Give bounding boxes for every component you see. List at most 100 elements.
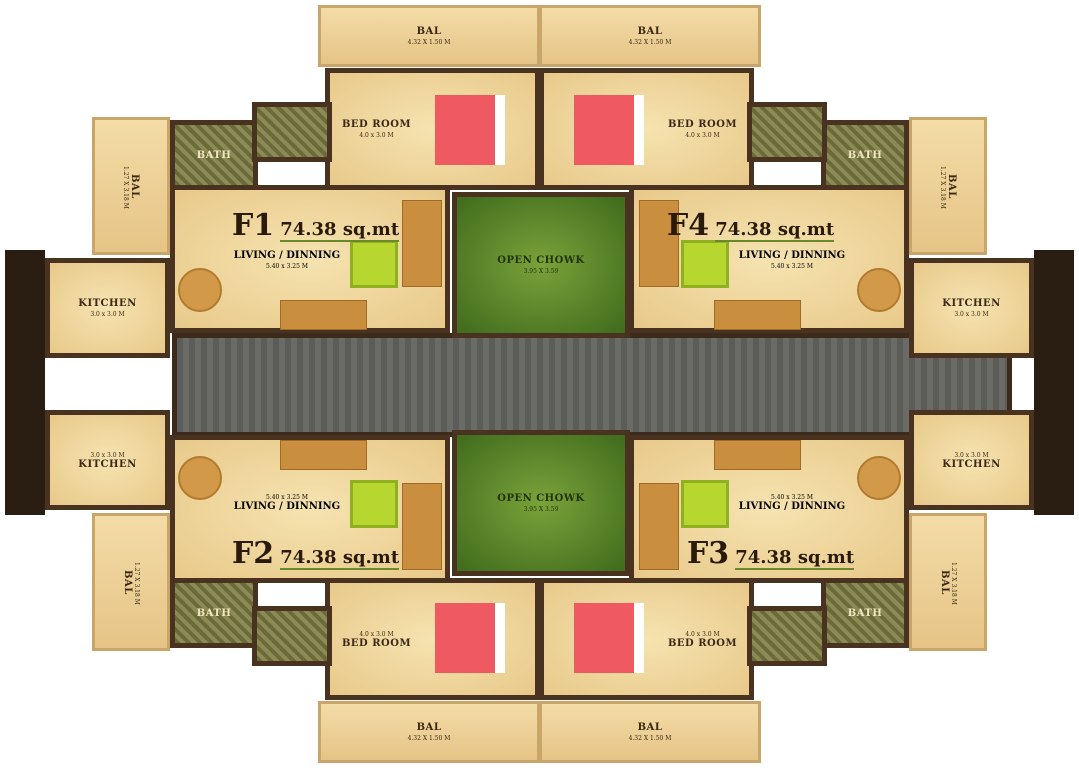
toilet bbox=[252, 102, 332, 162]
room-name: BAL bbox=[416, 26, 442, 37]
room-name: LIVING / DINNING bbox=[233, 501, 341, 512]
room-label: BAL 4.32 X 1.50 M bbox=[408, 26, 451, 46]
room-name: BAL bbox=[939, 569, 950, 595]
balcony-top: BAL 4.32 X 1.50 M bbox=[539, 701, 761, 763]
room-dimensions: 3.0 x 3.0 M bbox=[90, 311, 125, 318]
room-name: BAL bbox=[637, 722, 663, 733]
room-dimensions: 4.0 x 3.0 M bbox=[359, 132, 394, 139]
room-name: BAL bbox=[416, 722, 442, 733]
bathroom: BATH bbox=[821, 120, 909, 190]
room-name: BED ROOM bbox=[341, 119, 412, 130]
room-name: BED ROOM bbox=[341, 638, 412, 649]
room-dimensions: 4.0 x 3.0 M bbox=[685, 132, 720, 139]
armchair-icon bbox=[402, 483, 442, 570]
toilet bbox=[252, 606, 332, 666]
toilet bbox=[747, 606, 827, 666]
room-dimensions: 4.32 X 1.50 M bbox=[628, 39, 672, 46]
sofa-icon bbox=[714, 440, 801, 470]
room-dimensions: 4.32 X 1.50 M bbox=[628, 735, 672, 742]
room-dimensions: 3.95 X 3.59 bbox=[523, 506, 559, 513]
rug-icon bbox=[681, 480, 729, 528]
room-name: KITCHEN bbox=[78, 459, 137, 470]
room-label: BATH bbox=[848, 608, 883, 619]
room-dimensions: 1.27 X 3.18 M bbox=[133, 561, 140, 605]
rug-icon bbox=[350, 240, 398, 288]
armchair-icon bbox=[639, 200, 679, 287]
service-strip bbox=[5, 250, 45, 515]
unit-area: 74.38 sq.mt bbox=[280, 219, 400, 242]
room-label: BAL 4.32 X 1.50 M bbox=[629, 722, 672, 742]
staircase-corridor bbox=[172, 333, 1012, 437]
bed-icon bbox=[435, 603, 505, 673]
unit-id: F2 bbox=[232, 536, 275, 571]
unit-id: F3 bbox=[687, 536, 730, 571]
room-dimensions: 4.0 x 3.0 M bbox=[359, 631, 394, 638]
room-dimensions: 1.27 X 3.18 M bbox=[950, 561, 957, 605]
unit-area: 74.38 sq.mt bbox=[715, 219, 835, 242]
room-name: KITCHEN bbox=[942, 298, 1001, 309]
room-label: BATH bbox=[197, 608, 232, 619]
sofa-icon bbox=[280, 440, 367, 470]
bathroom: BATH bbox=[170, 578, 258, 648]
bed-icon bbox=[574, 95, 644, 165]
room-dimensions: 3.95 X 3.59 bbox=[523, 268, 559, 275]
room-dimensions: 1.27 X 3.18 M bbox=[122, 165, 129, 209]
open-chowk-bottom: OPEN CHOWK 3.95 X 3.59 bbox=[452, 430, 630, 576]
room-dimensions: 3.0 x 3.0 M bbox=[90, 452, 125, 459]
rug-icon bbox=[681, 240, 729, 288]
room-label: BATH bbox=[197, 150, 232, 161]
room-label: BED ROOM 4.0 x 3.0 M bbox=[342, 119, 411, 139]
dining-table-icon bbox=[857, 268, 901, 312]
room-dimensions: 5.40 x 3.25 M bbox=[266, 263, 308, 270]
room-name: LIVING / DINNING bbox=[233, 250, 341, 261]
bedroom: BED ROOM 4.0 x 3.0 M bbox=[539, 68, 754, 190]
room-label: BATH bbox=[848, 150, 883, 161]
room-label: LIVING / DINNING 5.40 x 3.25 M bbox=[226, 250, 348, 270]
room-dimensions: 4.32 X 1.50 M bbox=[407, 39, 451, 46]
dining-table-icon bbox=[178, 456, 222, 500]
bedroom: BED ROOM 4.0 x 3.0 M bbox=[325, 68, 540, 190]
room-dimensions: 4.0 x 3.0 M bbox=[685, 631, 720, 638]
room-name: BATH bbox=[196, 607, 232, 619]
room-name: BED ROOM bbox=[667, 119, 738, 130]
room-name: OPEN CHOWK bbox=[497, 493, 585, 504]
sofa-icon bbox=[280, 300, 367, 330]
room-label: BED ROOM 4.0 x 3.0 M bbox=[668, 119, 737, 139]
bathroom: BATH bbox=[170, 120, 258, 190]
room-name: LIVING / DINNING bbox=[738, 250, 846, 261]
room-dimensions: 1.27 X 3.18 M bbox=[939, 165, 946, 209]
room-name: BAL bbox=[946, 173, 957, 199]
armchair-icon bbox=[639, 483, 679, 570]
bed-icon bbox=[574, 603, 644, 673]
room-name: LIVING / DINNING bbox=[738, 501, 846, 512]
unit-area: 74.38 sq.mt bbox=[280, 547, 400, 570]
dining-table-icon bbox=[857, 456, 901, 500]
rug-icon bbox=[350, 480, 398, 528]
room-name: KITCHEN bbox=[942, 459, 1001, 470]
room-dimensions: 3.0 x 3.0 M bbox=[954, 452, 989, 459]
